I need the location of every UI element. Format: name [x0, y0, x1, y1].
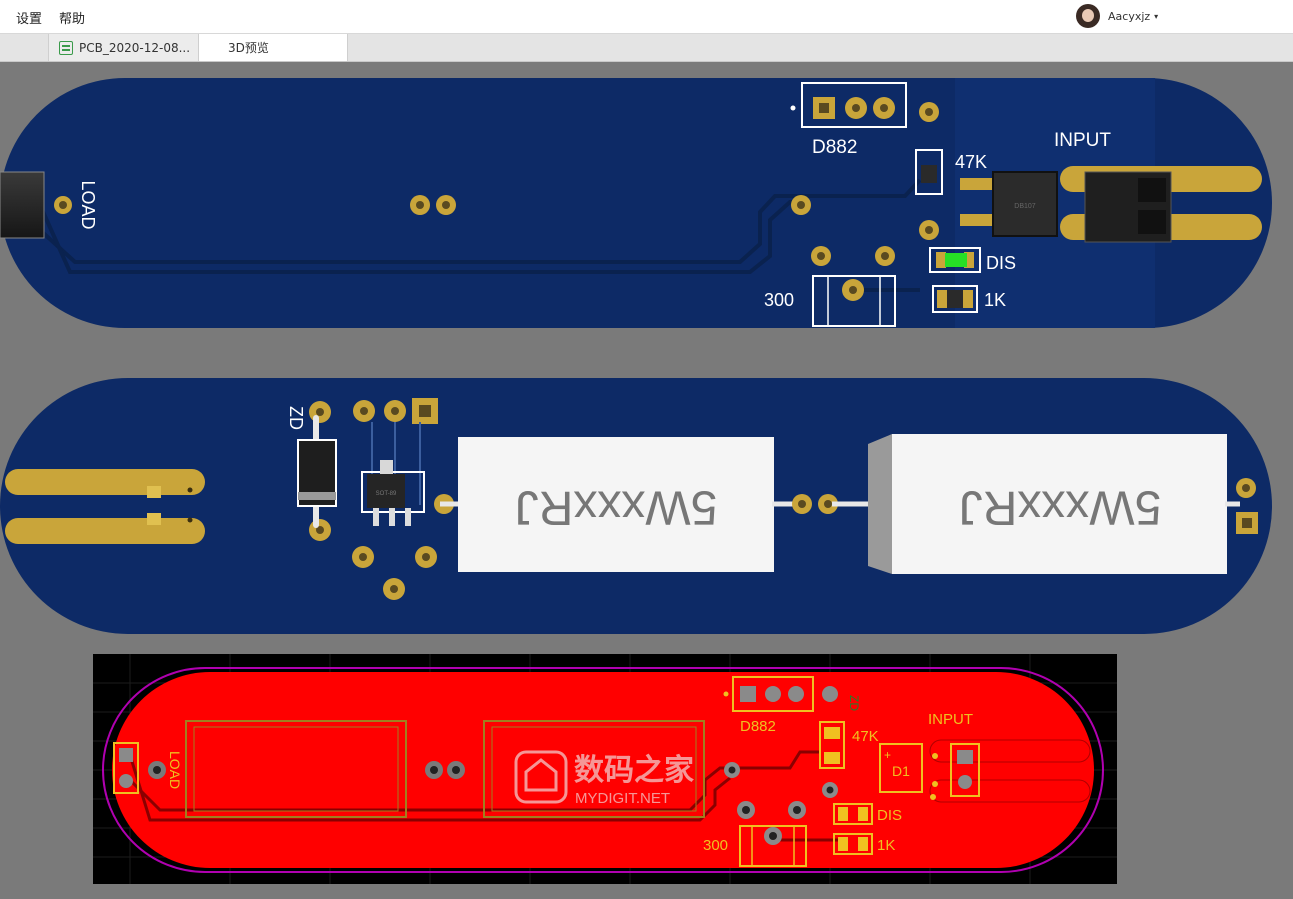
watermark-cn: 数码之家: [574, 753, 694, 787]
layout-d1-label: D1: [892, 763, 910, 779]
layout-input-label: INPUT: [928, 711, 973, 728]
house-icon: [524, 758, 558, 792]
avatar: [1076, 4, 1100, 28]
chevron-down-icon: ▾: [1154, 11, 1159, 21]
tab-bar: PCB_2020-12-08... 3D预览: [0, 34, 1293, 62]
tab-3d-preview[interactable]: 3D预览: [199, 34, 348, 61]
svg-text:+: +: [884, 748, 891, 762]
tab-3d-label: 3D预览: [228, 41, 269, 55]
svg-text:DB107: DB107: [1014, 203, 1036, 210]
d882-label: D882: [812, 137, 857, 158]
r1k-label: 1K: [984, 290, 1006, 310]
layout-r47k-label: 47K: [852, 728, 879, 745]
pot-label: 300: [764, 290, 794, 310]
menu-bar: 设置 帮助 Aacyxjz ▾: [0, 0, 1293, 34]
layout-d882-label: D882: [740, 718, 776, 735]
dis-label: DIS: [986, 253, 1016, 273]
layout-d1-outline: [879, 743, 923, 793]
input-label: INPUT: [1054, 130, 1111, 151]
menu-help[interactable]: 帮助: [59, 12, 86, 27]
zd-label: ZD: [286, 406, 306, 430]
watermark: 数码之家 MYDIGIT.NET: [514, 750, 694, 807]
svg-text:SOT-89: SOT-89: [376, 491, 397, 497]
pcb-top-board: LOAD D882 47K DB107 INPUT DIS: [0, 78, 1272, 328]
power-resistor-left: [458, 437, 774, 572]
board-render: LOAD D882 47K DB107 INPUT DIS: [0, 78, 1272, 884]
led-dis: [945, 253, 967, 267]
layout-load-label: LOAD: [167, 751, 183, 789]
d882-outline: [801, 82, 907, 128]
watermark-en: MYDIGIT.NET: [575, 790, 670, 807]
user-menu[interactable]: Aacyxjz ▾: [1076, 4, 1158, 28]
layout-pot-label: 300: [703, 837, 728, 854]
load-label: LOAD: [78, 180, 98, 229]
r47k-label: 47K: [955, 152, 987, 172]
input-finger-back-1: [5, 469, 205, 495]
power-resistor-right: [892, 434, 1227, 574]
tab-pcb-file[interactable]: PCB_2020-12-08...: [48, 34, 199, 61]
tab-pcb-label: PCB_2020-12-08...: [79, 40, 191, 55]
user-name: Aacyxjz: [1108, 9, 1151, 23]
pcb-layout-view: LOAD 数码之家 MYDIGIT.NET D882 ZD 47K + D1: [93, 654, 1117, 884]
resistor-right-label: 5WxxxRJ: [959, 480, 1162, 533]
load-connector: [0, 171, 45, 239]
pcb-file-icon: [59, 40, 73, 55]
bridge-rectifier: [992, 171, 1058, 237]
layout-zd-label: ZD: [847, 695, 861, 711]
layout-dis-label: DIS: [877, 807, 902, 824]
resistor-left-label: 5WxxxRJ: [515, 480, 718, 533]
regulator: [367, 474, 405, 508]
pcb-bottom-board: ZD SOT-89 5WxxxRJ 5WxxxRJ: [0, 378, 1272, 634]
3d-viewport[interactable]: LOAD D882 47K DB107 INPUT DIS: [0, 62, 1293, 899]
menu-settings[interactable]: 设置: [16, 12, 43, 27]
layout-r1k-label: 1K: [877, 837, 895, 854]
pot-outline: [812, 275, 896, 327]
board-outline: [102, 667, 1104, 873]
input-finger-back-2: [5, 518, 205, 544]
